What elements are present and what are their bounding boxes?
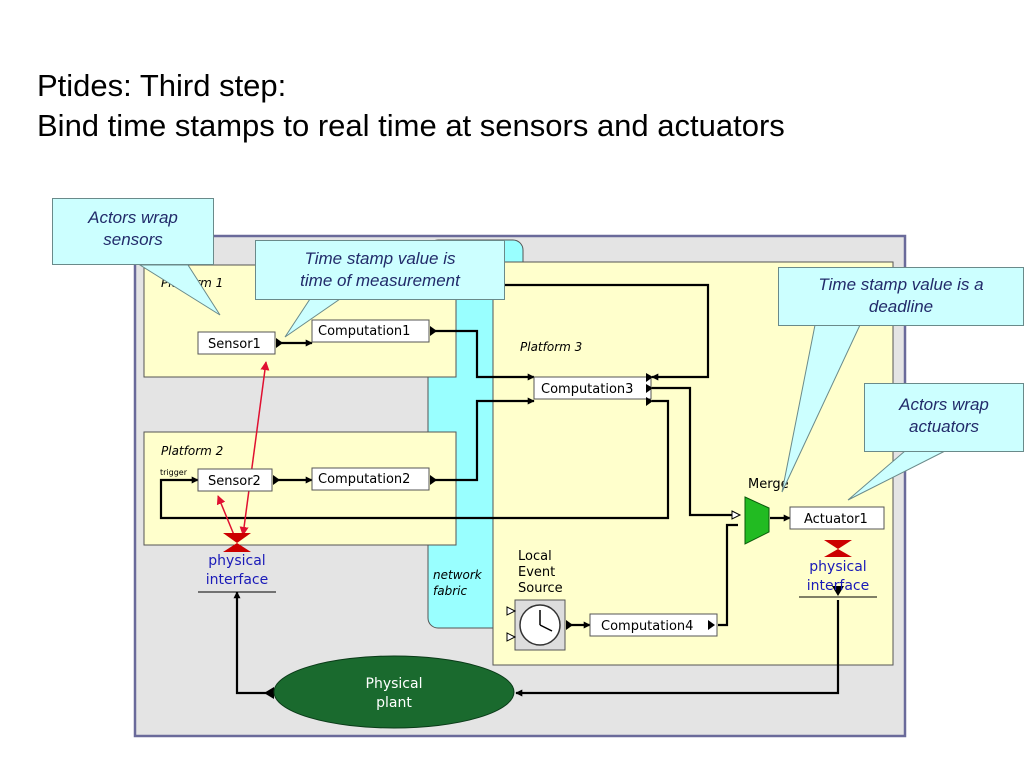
computation1-output-port [430,326,437,336]
clock-input-port-2 [506,632,517,642]
wire-computation2-computation3 [430,397,535,482]
slide-title: Ptides: Third step: Bind time stamps to … [37,66,785,146]
left-interface-marker-top [223,533,251,543]
callout-deadline-line-1: Time stamp value is a [818,275,984,294]
wire-computation1-computation3 [430,329,535,381]
callout-time-of-measurement: Time stamp value is time of measurement [255,240,505,300]
left-physical-interface-label-2: interface [206,572,268,588]
computation3-output-port-1 [646,373,653,382]
callout-actuators-line-1: Actors wrap [899,395,989,414]
wire-right-interface-plant [515,600,840,697]
slide-title-line-1: Ptides: Third step: [37,68,287,103]
callout-sensors-pointer [138,264,221,316]
wire-computation3-trigger-loop [159,399,670,520]
callout-measurement-line-1: Time stamp value is [304,249,456,268]
platform-3-label: Platform 3 [520,340,582,354]
left-interface-marker-bottom [223,543,251,552]
computation4-label: Computation4 [601,619,693,634]
sensor2-actor[interactable] [197,468,273,492]
computation2-actor[interactable] [311,467,430,491]
sensor2-output-port [273,475,280,485]
computation3-output-port-2 [646,384,653,393]
sensor1-label: Sensor1 [208,337,261,352]
callout-actors-wrap-actuators: Actors wrap actuators [864,383,1024,452]
sensor1-output-port [276,338,283,348]
merge-actor[interactable] [744,496,770,545]
physical-plant-label-2: plant [376,695,412,711]
local-event-source-label-1: Local [518,549,552,564]
local-event-source-label-2: Event [518,565,555,580]
computation2-label: Computation2 [318,472,410,487]
platform-2-label: Platform 2 [161,444,223,458]
clock-hand-hour [539,624,553,632]
computation2-output-port [430,475,437,485]
computation1-actor[interactable] [311,319,430,343]
computation1-label: Computation1 [318,324,410,339]
right-interface-marker-top [824,540,852,549]
right-interface-port [832,586,844,596]
sensor1-actor[interactable] [197,331,276,355]
physical-plant-label-1: Physical [366,676,423,692]
callout-deadline-line-2: deadline [868,297,934,316]
local-event-source-label-3: Source [518,581,563,596]
computation3-label: Computation3 [541,382,633,397]
callout-time-stamp-deadline: Time stamp value is a deadline [778,267,1024,326]
callout-actuators-line-2: actuators [909,417,979,436]
wire-computation3-merge [652,386,739,519]
merge-label: Merge [748,477,789,492]
right-physical-interface-label-1: physical [809,559,866,575]
callout-sensors-line-2: sensors [103,230,163,249]
wire-feedback-to-computation3 [505,283,710,381]
callout-sensors-line-1: Actors wrap [88,208,178,227]
physical-plant[interactable] [273,655,515,729]
clock-output-port [566,620,573,630]
wire-plant-left-interface [233,591,272,695]
clock-input-port-1 [506,606,517,616]
plant-left-port [264,687,274,699]
trigger-port-label: trigger [160,468,188,477]
actuator1-actor[interactable] [789,506,885,530]
right-physical-interface-label-2: interface [807,578,869,594]
red-link-sensor2-interface [216,495,235,536]
computation4-actor[interactable] [589,613,718,637]
right-interface-marker-bottom [824,549,852,557]
sensor2-label: Sensor2 [208,474,261,489]
callout-measurement-line-2: time of measurement [300,271,460,290]
callout-actors-wrap-sensors: Actors wrap sensors [52,198,214,265]
network-fabric-label-2: fabric [433,584,467,598]
left-physical-interface-label-1: physical [208,553,265,569]
actuator1-label: Actuator1 [804,512,868,527]
merge-input-port [731,510,742,520]
slide-title-line-2: Bind time stamps to real time at sensors… [37,108,785,143]
computation3-output-port-3 [646,397,653,406]
wire-computation4-merge [718,523,738,627]
network-fabric-label-1: network [433,568,483,582]
computation4-output-port [708,620,715,630]
red-link-sensor1-interface [239,361,270,536]
